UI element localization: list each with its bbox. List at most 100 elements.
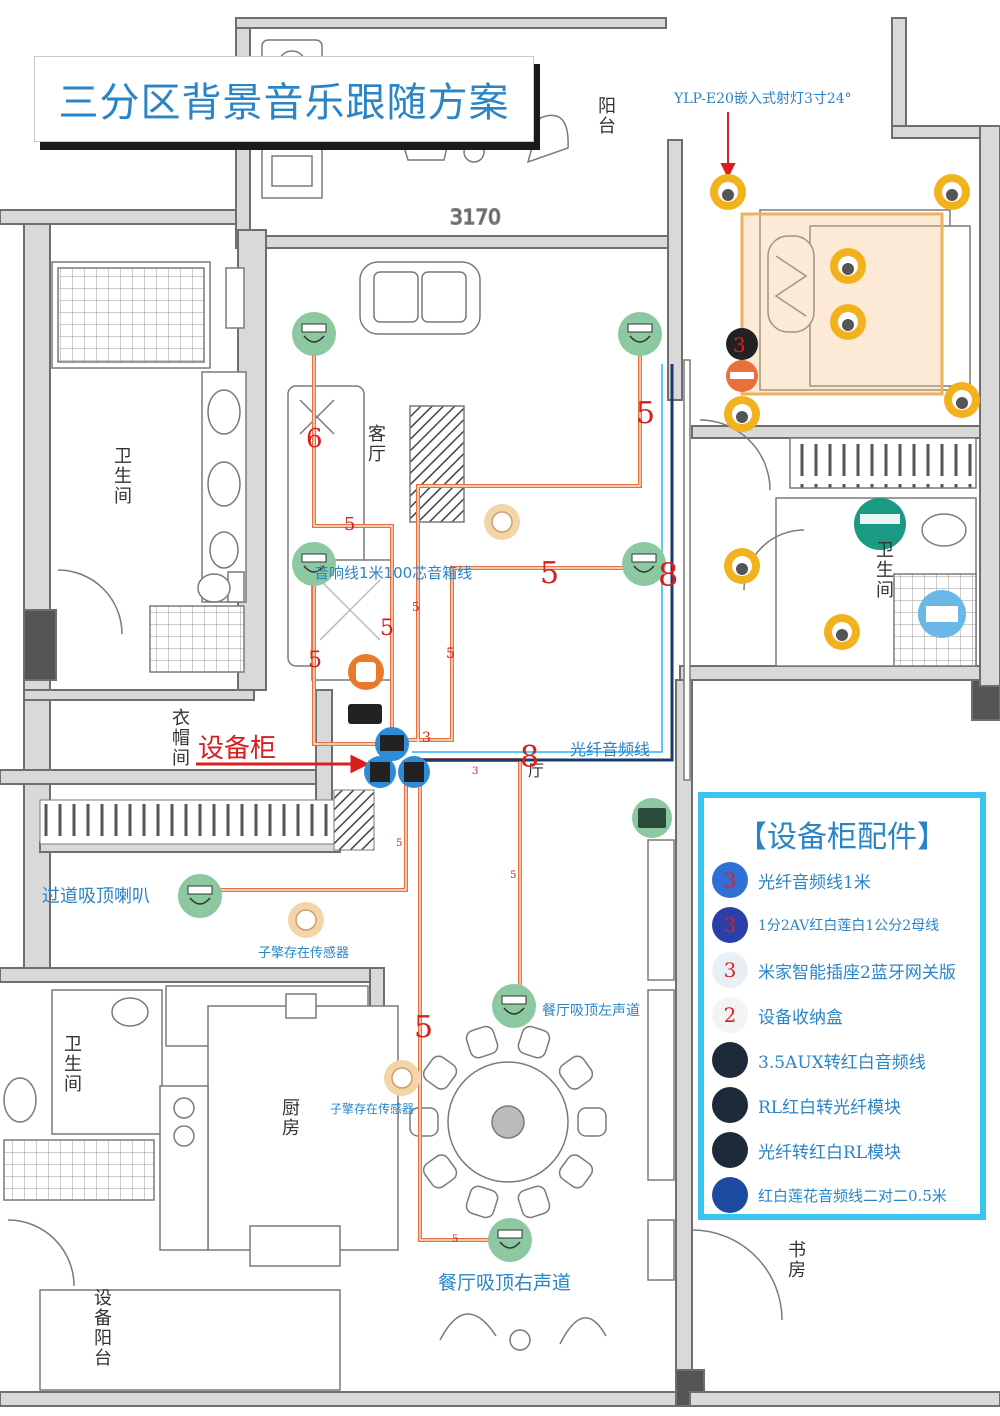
accessory-item: 3.5AUX转红白音频线 — [712, 1040, 982, 1080]
ceiling-speaker-icon — [178, 874, 222, 918]
spotlight-icon — [824, 614, 860, 650]
accessory-item: 2 设备收纳盒 — [712, 995, 982, 1035]
rl-to-fiber-icon — [712, 1087, 748, 1123]
sensor-label-2: 子擎存在传感器 — [330, 1102, 415, 1116]
control-panel-icon — [632, 798, 672, 838]
rca-cable-icon — [712, 1177, 748, 1213]
ceiling-speaker-icon — [292, 312, 336, 356]
av-splitter-icon: 3 — [712, 907, 748, 943]
wire-number: 5 — [412, 600, 420, 614]
smart-socket-icon: 3 — [712, 952, 748, 988]
storage-box-icon: 2 — [712, 997, 748, 1033]
presence-sensor-icon — [484, 504, 520, 540]
right-column — [439, 839, 783, 1351]
spotlight-icon — [830, 304, 866, 340]
accessory-label: 1分2AV红白莲白1公分2母线 — [758, 918, 940, 934]
left-bathroom — [51, 261, 247, 673]
spotlight-label: YLP-E20嵌入式射灯3寸24° — [674, 91, 852, 107]
speaker-wire-label: 音响线1米100芯音箱线 — [314, 564, 473, 582]
sensor-label-1: 子擎存在传感器 — [258, 946, 350, 961]
dining-right-label: 餐厅吸顶右声道 — [438, 1272, 572, 1294]
wire-number: 5 — [540, 556, 560, 591]
spotlight-icon — [944, 382, 980, 418]
accessory-item: 光纤转红白RL模块 — [712, 1130, 982, 1170]
aux-cable-icon — [712, 1042, 748, 1078]
accessory-item: 3 米家智能插座2蓝牙网关版 — [712, 950, 982, 990]
room-living: 客厅 — [365, 424, 386, 464]
dining-chair — [517, 1025, 551, 1059]
room-bath-right: 卫生间 — [873, 540, 894, 600]
dining-chair — [422, 1055, 458, 1090]
wire-number: 5 — [380, 616, 394, 641]
ceiling-speaker-icon — [292, 542, 336, 586]
ceiling-speaker-icon — [622, 542, 666, 586]
spotlight-icon — [830, 248, 866, 284]
wire-number: 8 — [520, 740, 540, 775]
dim-3170: 3170 — [450, 205, 501, 229]
dining-chair — [465, 1185, 499, 1219]
dining-chair — [422, 1154, 458, 1189]
page-title: 三分区背景音乐跟随方案 — [58, 80, 510, 126]
ceiling-speaker-icon — [488, 1218, 532, 1262]
svg-text:3: 3 — [733, 333, 746, 357]
dining-chair — [409, 1107, 439, 1137]
wire-number: 5 — [414, 1010, 434, 1045]
wire-number: 3 — [422, 730, 431, 746]
wire-number: 5 — [636, 396, 656, 431]
presence-sensor-icon — [288, 902, 324, 938]
accessory-label: RL红白转光纤模块 — [758, 1097, 902, 1118]
spotlight-icon — [710, 174, 746, 210]
spotlight-arrow — [720, 112, 736, 179]
wire-number: 6 — [306, 424, 323, 454]
equipment-cabinet-label: 设备柜 — [198, 734, 277, 764]
wire-number: 3 — [472, 766, 479, 777]
spotlight-icon — [724, 548, 760, 584]
dining-chair — [517, 1185, 551, 1219]
room-kitchen: 厨房 — [279, 1098, 300, 1138]
presence-sensor-icon — [384, 1060, 420, 1096]
dining-chair — [577, 1107, 607, 1137]
wire-number: 5 — [446, 646, 455, 662]
wire-number: 5 — [510, 870, 517, 881]
accessory-item: RL红白转光纤模块 — [712, 1085, 982, 1125]
dining-table — [409, 1025, 607, 1219]
accessory-item: 3 1分2AV红白莲白1公分2母线 — [712, 905, 982, 945]
wire-number: 5 — [308, 648, 322, 673]
accessory-item: 红白莲花音频线二对二0.5米 — [712, 1175, 982, 1215]
fiber-audio-label: 光纤音频线 — [570, 740, 651, 759]
corridor-speaker-label: 过道吸顶喇叭 — [42, 886, 150, 907]
fiber-line — [412, 364, 674, 762]
dining-left-label: 餐厅吸顶左声道 — [542, 1003, 640, 1019]
bath-right-devices — [854, 498, 966, 638]
room-study: 书房 — [785, 1240, 806, 1280]
ceiling-speaker-icon — [618, 312, 662, 356]
accessory-label: 光纤音频线1米 — [758, 872, 871, 893]
accessory-item: 3 光纤音频线1米 — [712, 860, 982, 900]
cloak-wardrobe — [39, 799, 341, 845]
accessories-title: 【设备柜配件】 — [737, 820, 947, 855]
room-cloakroom: 衣帽间 — [169, 708, 190, 768]
room-bath-lower: 卫生间 — [61, 1034, 82, 1094]
wire-number: 8 — [658, 556, 679, 594]
fiber-cable-icon: 3 — [712, 862, 748, 898]
device-box — [348, 704, 382, 724]
cabinet-arrow — [196, 754, 370, 774]
wire-number: 5 — [344, 514, 356, 535]
accessories-panel: 【设备柜配件】 3 光纤音频线1米 3 1分2AV红白莲白1公分2母线 3 米家智能插座2… — [698, 792, 986, 1220]
accessory-label: 米家智能插座2蓝牙网关版 — [758, 962, 956, 983]
fiber-to-rl-icon — [712, 1132, 748, 1168]
bedroom — [699, 209, 977, 667]
spotlight-icon — [724, 396, 760, 432]
ceiling-speaker-icon — [492, 984, 536, 1028]
wire-number: 5 — [452, 1234, 459, 1245]
dining-chair — [465, 1025, 499, 1059]
accessory-label: 3.5AUX转红白音频线 — [758, 1052, 926, 1073]
room-hall-fragment: 厅 — [525, 762, 544, 780]
wire-number: 5 — [396, 838, 403, 849]
accessory-label: 设备收纳盒 — [758, 1007, 843, 1028]
title-box: 三分区背景音乐跟随方案 — [34, 56, 534, 142]
spotlight-icon — [934, 174, 970, 210]
room-equipment-balcony: 设备阳台 — [91, 1288, 112, 1368]
accessory-label: 红白莲花音频线二对二0.5米 — [758, 1186, 947, 1205]
